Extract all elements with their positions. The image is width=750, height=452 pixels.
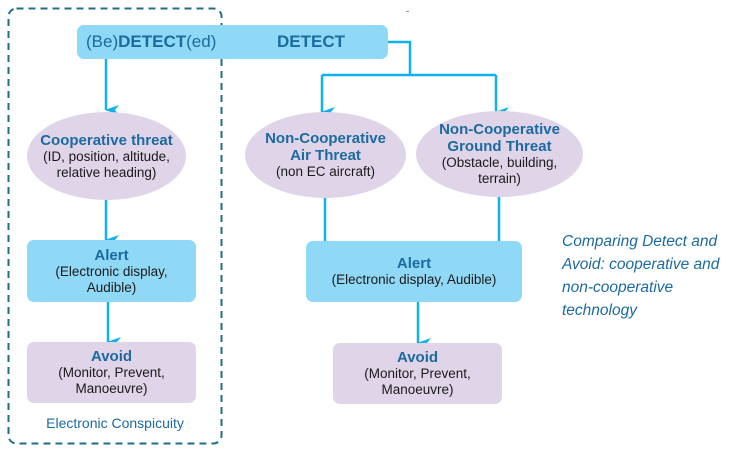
node-title: Air Threat <box>290 147 361 164</box>
caption-line: non-cooperative <box>562 279 674 296</box>
node-title: Cooperative threat <box>40 131 173 149</box>
connector-detect-branch <box>388 40 412 75</box>
node-title: Ground Threat <box>447 138 552 155</box>
node-detail: terrain) <box>478 171 521 186</box>
node-detail: Manoeuvre) <box>381 382 454 397</box>
electronic-conspicuity-group-border <box>7 7 223 445</box>
node-detail: (Electronic display, <box>55 263 168 279</box>
bedetected-label: (Be)DETECT(ed) <box>86 25 216 59</box>
node-detail: relative heading) <box>56 164 157 180</box>
node-detail: Audible) <box>86 279 137 295</box>
caption-line: technology <box>562 302 637 319</box>
detect-prefix: (Be) <box>86 32 119 51</box>
detect-suffix: (ed) <box>186 32 217 51</box>
caption-line: Avoid: cooperative and <box>562 256 720 273</box>
detect-bold: DETECT <box>118 32 187 51</box>
node-detail: (Monitor, Prevent, <box>58 365 165 380</box>
detect-right-text: DETECT <box>277 32 345 51</box>
detect-label: DETECT <box>277 25 345 59</box>
node-title: Alert <box>94 246 129 264</box>
electronic-conspicuity-label: Electronic Conspicuity <box>46 415 184 431</box>
node-title: Alert <box>396 255 432 272</box>
stray-mark <box>406 11 409 12</box>
node-detail: (Electronic display, Audible) <box>331 272 497 287</box>
detect-bar: (Be)DETECT(ed) DETECT <box>77 25 388 59</box>
figure-caption: Comparing Detect and Avoid: cooperative … <box>562 230 750 322</box>
node-title: Non-Cooperative <box>265 130 386 147</box>
node-title: Avoid <box>90 348 133 365</box>
node-title: Non-Cooperative <box>439 121 560 138</box>
node-detail: (Monitor, Prevent, <box>364 366 471 381</box>
caption-line: Comparing Detect and <box>562 233 718 250</box>
node-detail: Manoeuvre) <box>75 381 148 396</box>
non-cooperative-alert-node: Alert (Electronic display, Audible) <box>306 241 522 302</box>
non-cooperative-avoid-node: Avoid (Monitor, Prevent, Manoeuvre) <box>333 343 502 404</box>
cooperative-threat-node: Cooperative threat (ID, position, altitu… <box>27 112 186 200</box>
cooperative-avoid-node: Avoid (Monitor, Prevent, Manoeuvre) <box>27 342 196 403</box>
cooperative-alert-node: Alert (Electronic display, Audible) <box>27 240 196 302</box>
ground-threat-node: Non-Cooperative Ground Threat (Obstacle,… <box>416 111 583 197</box>
node-title: Avoid <box>396 349 439 366</box>
node-detail: (Obstacle, building, <box>441 155 558 170</box>
node-detail: (ID, position, altitude, <box>43 148 170 164</box>
node-detail: (non EC aircraft) <box>275 164 376 179</box>
air-threat-node: Non-Cooperative Air Threat (non EC aircr… <box>245 112 406 198</box>
